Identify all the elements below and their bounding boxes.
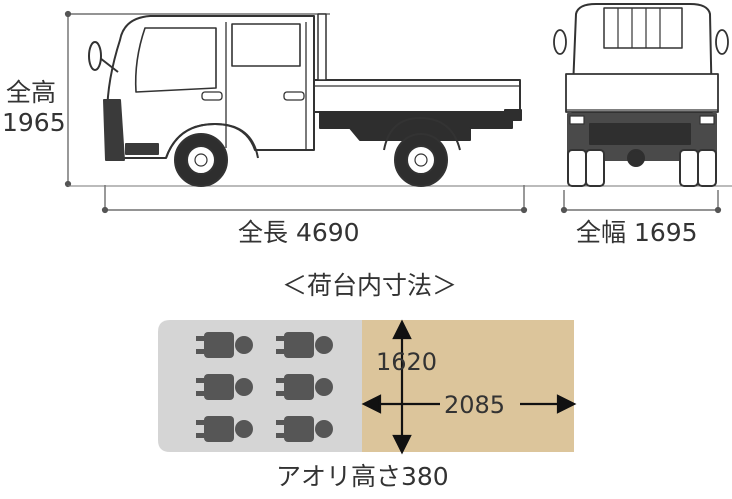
seat-passenger-icon <box>196 374 253 400</box>
length-label: 全長 4690 <box>238 218 360 247</box>
bed-width-arrow <box>392 319 412 455</box>
seat-passenger-icon <box>196 332 253 358</box>
width-dimension-line <box>560 190 722 214</box>
truck-rear-view <box>553 3 729 187</box>
seat-passenger-icon <box>276 332 333 358</box>
width-label: 全幅 1695 <box>576 218 698 247</box>
seat-passenger-icon <box>276 374 333 400</box>
seat-passenger-icon <box>196 416 253 442</box>
cargo-bed-area <box>362 320 574 452</box>
bed-length-value: 2085 <box>444 391 506 419</box>
height-label-name: 全高 <box>6 78 57 107</box>
height-dimension-line <box>64 10 330 188</box>
gate-height-label: アオリ高さ380 <box>276 462 449 491</box>
bed-title: ＜荷台内寸法＞ <box>282 271 458 300</box>
height-label-value: 1965 <box>2 108 66 137</box>
bed-width-value: 1620 <box>376 348 438 376</box>
truck-side-view <box>88 13 522 187</box>
length-dimension-line <box>101 185 528 214</box>
bed-length-arrow <box>361 394 577 414</box>
seat-passenger-icon <box>276 416 333 442</box>
seat-grid <box>196 332 333 442</box>
